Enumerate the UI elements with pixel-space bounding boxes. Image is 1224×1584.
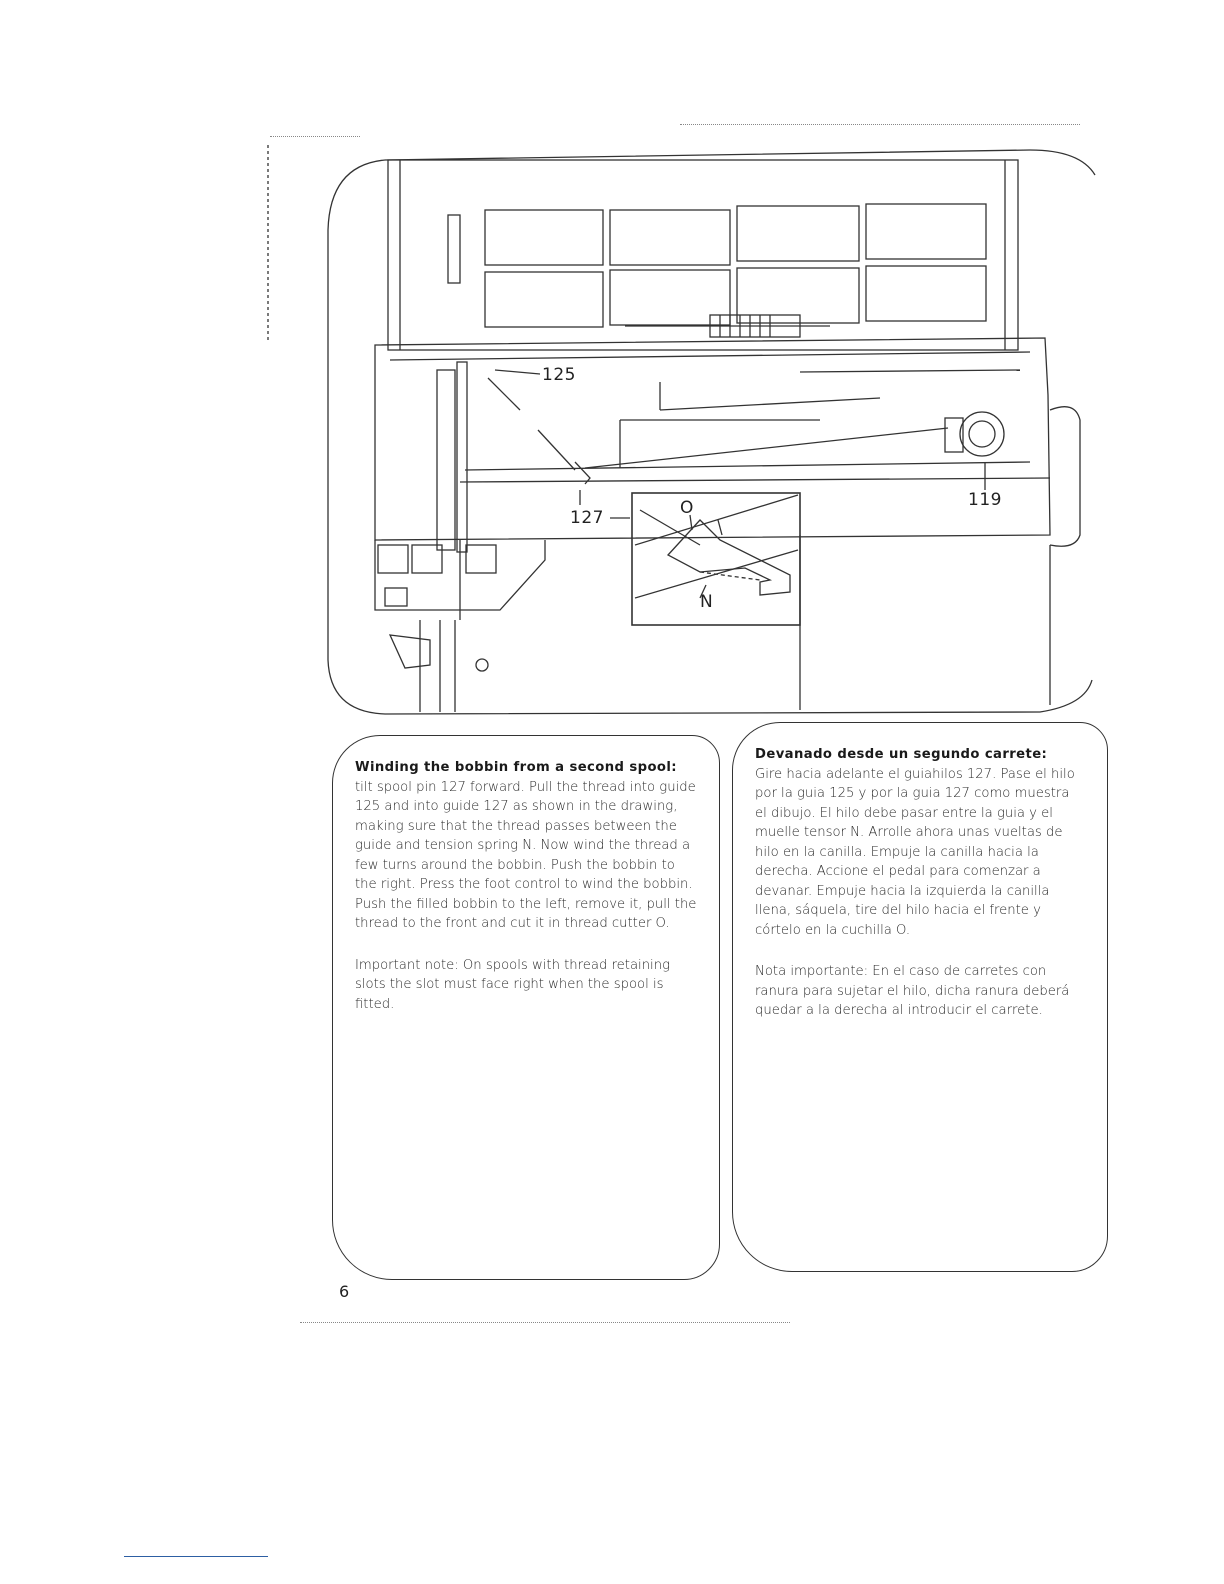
scan-artifact-bottom	[300, 1322, 790, 1323]
callout-119: 119	[968, 490, 1002, 510]
english-paragraph: Winding the bobbin from a second spool: …	[355, 758, 697, 934]
english-heading: Winding the bobbin from a second spool:	[355, 760, 677, 775]
spanish-heading: Devanado desde un segundo carrete:	[755, 747, 1048, 762]
sewing-machine-illustration	[267, 145, 1096, 715]
callout-125: 125	[542, 365, 576, 385]
callout-127: 127	[570, 508, 604, 528]
english-instructions-panel: Winding the bobbin from a second spool: …	[332, 735, 720, 1280]
spanish-paragraph: Devanado desde un segundo carrete: Gire …	[755, 745, 1085, 940]
spanish-body: Gire hacia adelante el guiahilos 127. Pa…	[755, 766, 1075, 938]
page-number: 6	[339, 1282, 350, 1301]
spanish-instructions-panel: Devanado desde un segundo carrete: Gire …	[732, 722, 1108, 1272]
callout-o: O	[680, 498, 694, 518]
english-body: tilt spool pin 127 forward. Pull the thr…	[355, 779, 697, 932]
footer-rule	[124, 1556, 268, 1557]
callout-n: N	[700, 592, 714, 612]
english-note: Important note: On spools with thread re…	[355, 957, 670, 1012]
spanish-note: Nota importante: En el caso de carretes …	[755, 964, 1070, 1018]
scan-artifact-top	[680, 124, 1080, 125]
scan-artifact-left	[270, 136, 360, 137]
